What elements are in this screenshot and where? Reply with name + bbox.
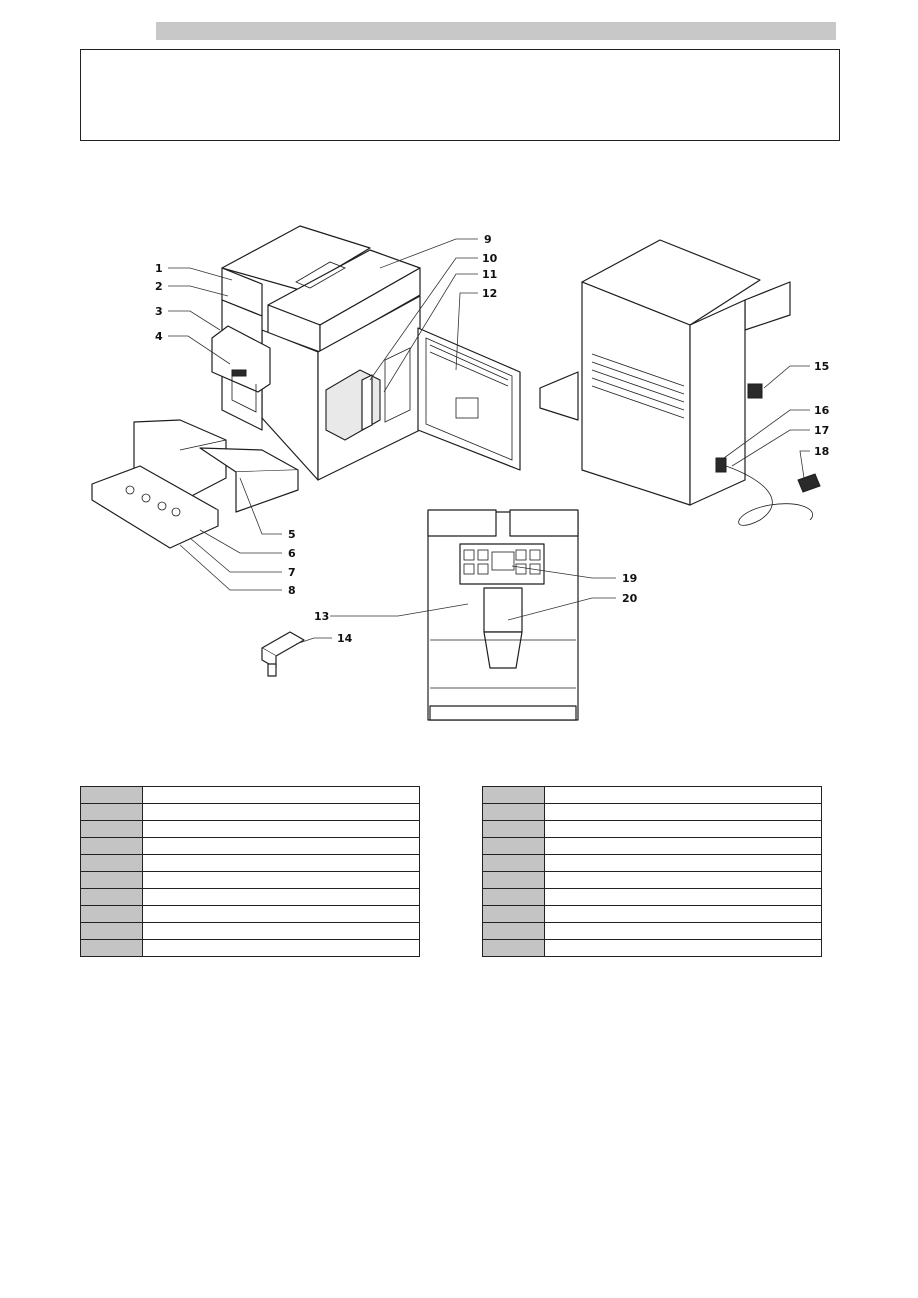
table-row (80, 888, 420, 906)
callout-18: 18 (814, 445, 829, 458)
callout-14: 14 (337, 632, 353, 645)
callout-4: 4 (155, 330, 163, 343)
machine-illustration: 1 2 3 4 5 6 7 8 9 10 11 12 13 14 15 16 1… (91, 225, 830, 721)
callout-9: 9 (484, 233, 492, 246)
machine-left-view (91, 225, 521, 549)
table-row (482, 854, 822, 872)
callout-10: 10 (482, 252, 498, 265)
table-row (482, 939, 822, 957)
table-row (482, 888, 822, 906)
callout-1: 1 (155, 262, 163, 275)
table-row (80, 803, 420, 821)
callout-7: 7 (288, 566, 296, 579)
header-bar (156, 22, 836, 40)
callout-15: 15 (814, 360, 829, 373)
table-row (482, 922, 822, 940)
table-row (482, 871, 822, 889)
callout-19: 19 (622, 572, 637, 585)
callout-11: 11 (482, 268, 497, 281)
callout-20: 20 (622, 592, 638, 605)
callout-3: 3 (155, 305, 163, 318)
table-row (80, 922, 420, 940)
callout-6: 6 (288, 547, 296, 560)
table-row (80, 786, 420, 804)
table-row (482, 837, 822, 855)
table-row (482, 905, 822, 923)
table-row (482, 803, 822, 821)
table-row (80, 871, 420, 889)
table-row (482, 786, 822, 804)
milk-fitting (261, 631, 305, 677)
table-row (80, 837, 420, 855)
callout-13: 13 (314, 610, 329, 623)
callout-17: 17 (814, 424, 829, 437)
callout-8: 8 (288, 584, 296, 597)
table-row (80, 939, 420, 957)
table-row (80, 820, 420, 838)
machine-right-view (539, 239, 821, 526)
callout-5: 5 (288, 528, 296, 541)
table-row (80, 854, 420, 872)
machine-front-view (427, 509, 579, 721)
table-row (80, 905, 420, 923)
parts-table-right (482, 786, 822, 957)
callout-16: 16 (814, 404, 830, 417)
title-box (80, 49, 840, 141)
callout-12: 12 (482, 287, 497, 300)
callout-2: 2 (155, 280, 163, 293)
parts-table-left (80, 786, 420, 957)
table-row (482, 820, 822, 838)
